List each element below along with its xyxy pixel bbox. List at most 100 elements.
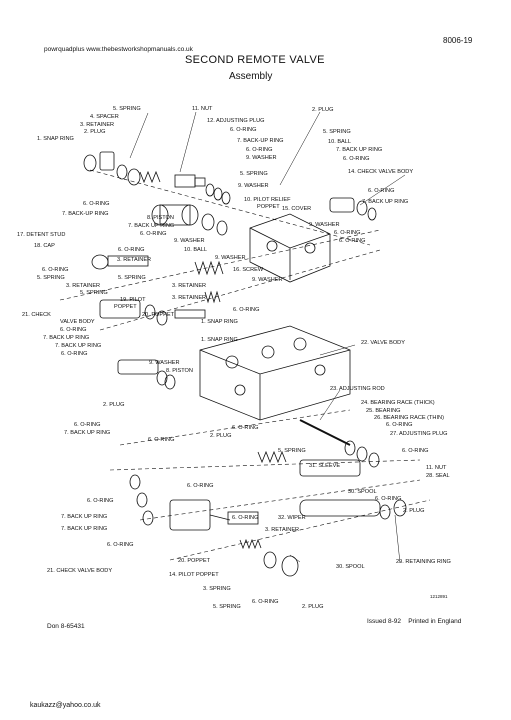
label: 25. BEARING (366, 408, 401, 414)
label: 9. WASHER (215, 255, 246, 261)
label: 5. SPRING (213, 604, 241, 610)
label: 6. O-RING (334, 230, 361, 236)
label: 21. CHECK VALVE BODY (47, 568, 113, 574)
figure-id: 1212891 (430, 594, 448, 599)
label: 6. O-RING (230, 127, 257, 133)
label: 6. O-RING (252, 599, 279, 605)
label: 5. SPRING (323, 129, 351, 135)
label: 20. POPPET (178, 558, 211, 564)
label: 6. O-RING (74, 422, 101, 428)
label: 11. NUT (192, 106, 213, 112)
label: 6. O-RING (87, 498, 114, 504)
label: 21. CHECK (22, 312, 51, 318)
label: 5. SPRING (240, 171, 268, 177)
label: 7. BACK UP RING (55, 343, 102, 349)
label: 5. SPRING (278, 448, 306, 454)
label: 18. CAP (34, 243, 55, 249)
label: 27. ADJUSTING PLUG (390, 431, 448, 437)
label: 7. BACK UP RING (43, 335, 90, 341)
label: 7. BACK UP RING (362, 199, 409, 205)
footer-right: Issued 8-92 Printed in England (367, 618, 462, 625)
label: 6. O-RING (187, 483, 214, 489)
label: 5. SPRING (37, 275, 65, 281)
label: 2. PLUG (210, 433, 232, 439)
label: 7. BACK UP RING (128, 223, 175, 229)
label: 3. SPRING (203, 586, 231, 592)
label: 9. WASHER (238, 183, 269, 189)
watermark-top: powrquadplus www.thebestworkshopmanuals.… (44, 46, 193, 53)
label: 14. PILOT POPPET (169, 572, 219, 578)
label: 3. RETAINER (172, 283, 207, 289)
label: 5. SPRING (113, 106, 141, 112)
label: 23. ADJUSTING ROD (330, 386, 385, 392)
label: 6. O-RING (233, 307, 260, 313)
label: 1. SNAP RING (201, 337, 238, 343)
label: 20. POPPET (142, 312, 175, 318)
label: 6. O-RING (246, 147, 273, 153)
label: 3. RETAINER (265, 527, 300, 533)
label: 31. SLEEVE (309, 463, 341, 469)
label: 4. SPACER (90, 114, 119, 120)
label: 7. BACK UP RING (64, 430, 111, 436)
label: 6. O-RING (232, 425, 259, 431)
label: 2. PLUG (403, 508, 425, 514)
doc-number: 8006-19 (443, 36, 473, 45)
label: 6. O-RING (83, 201, 110, 207)
label: 30. SPOOL (348, 489, 377, 495)
label: 9. WASHER (309, 222, 340, 228)
label: 17. DETENT STUD (17, 232, 66, 238)
label: 6. O-RING (60, 327, 87, 333)
page-title: SECOND REMOTE VALVE (185, 54, 325, 66)
label: 10. BALL (328, 139, 352, 145)
footer-left: Don 8-65431 (47, 623, 85, 630)
label: 6. O-RING (375, 496, 402, 502)
label: 6. O-RING (118, 247, 145, 253)
label: 7. BACK UP RING (61, 514, 108, 520)
label: 10. BALL (184, 247, 208, 253)
label: 14. CHECK VALVE BODY (348, 169, 414, 175)
label: 2. PLUG (312, 107, 334, 113)
label: 22. VALVE BODY (361, 340, 405, 346)
label: 7. BACK UP RING (61, 526, 108, 532)
page-subtitle: Assembly (229, 71, 273, 82)
label: 9. WASHER (252, 277, 283, 283)
label: 3. RETAINER (80, 122, 115, 128)
label: 2. PLUG (103, 402, 125, 408)
label: 1. SNAP RING (201, 319, 238, 325)
label: 8. PISTON (147, 215, 174, 221)
label: 29. RETAINING RING (396, 559, 451, 565)
label: 8. PISTON (166, 368, 193, 374)
label: 9. WASHER (149, 360, 180, 366)
label: 24. BEARING RACE (THICK) (361, 400, 435, 406)
label: 6. O-RING (232, 515, 259, 521)
label: 11. NUT (426, 465, 447, 471)
label: 1. SNAP RING (37, 136, 74, 142)
label: 6. O-RING (343, 156, 370, 162)
label: 7. BACK-UP RING (237, 138, 284, 144)
label: 32. WIPER (278, 515, 306, 521)
label: 2. PLUG (84, 129, 106, 135)
label: VALVE BODY (60, 319, 95, 325)
label: 16. SCREW (233, 267, 264, 273)
label: 6. O-RING (148, 437, 175, 443)
label: 12. ADJUSTING PLUG (207, 118, 265, 124)
label: 6. O-RING (339, 238, 366, 244)
label: 2. PLUG (302, 604, 324, 610)
label: 6. O-RING (42, 267, 69, 273)
label: 9. WASHER (174, 238, 205, 244)
label: POPPET (257, 204, 280, 210)
label: 26. BEARING RACE (THIN) (374, 415, 444, 421)
label: 10. PILOT RELIEF (244, 197, 291, 203)
label: 7. BACK-UP RING (62, 211, 109, 217)
label: 6. O-RING (140, 231, 167, 237)
label: 9. WASHER (246, 155, 277, 161)
label: 28. SEAL (426, 473, 450, 479)
label: 15. COVER (282, 206, 312, 212)
label: 19. PILOT (120, 297, 146, 303)
watermark-bottom: kaukazz@yahoo.co.uk (30, 702, 101, 709)
label: 5. SPRING (80, 290, 108, 296)
label: 30. SPOOL (336, 564, 365, 570)
label: POPPET (114, 304, 137, 310)
label: 3. RETAINER (172, 295, 207, 301)
